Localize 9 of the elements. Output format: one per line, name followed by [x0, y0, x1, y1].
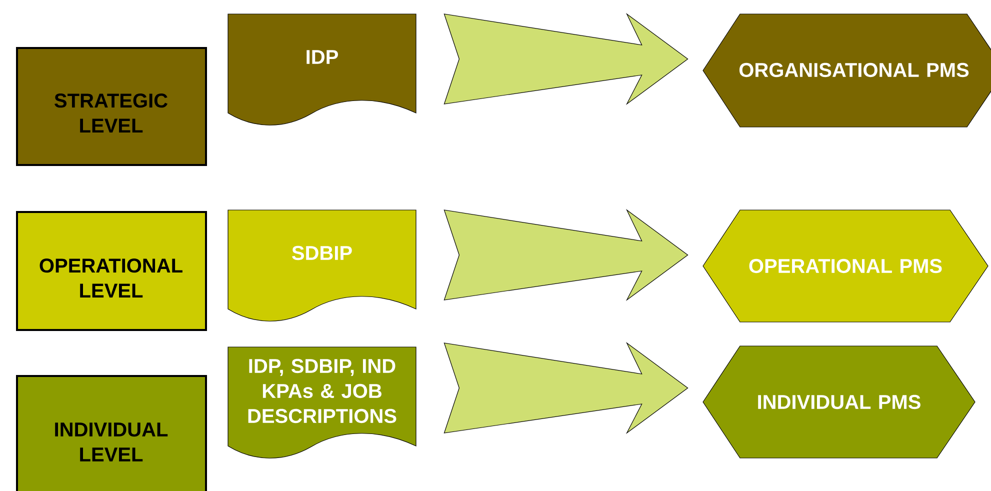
level-box: STRATEGIC LEVEL: [16, 47, 207, 166]
hexagon-box: ORGANISATIONAL PMS: [702, 14, 991, 128]
block-arrow: [444, 13, 688, 106]
level-box: OPERATIONAL LEVEL: [16, 211, 207, 331]
hexagon-box: OPERATIONAL PMS: [702, 210, 988, 322]
hexagon-box: INDIVIDUAL PMS: [702, 346, 976, 458]
level-box: INDIVIDUAL LEVEL: [16, 375, 207, 491]
block-arrow: [444, 209, 688, 302]
block-arrow: [444, 342, 688, 434]
